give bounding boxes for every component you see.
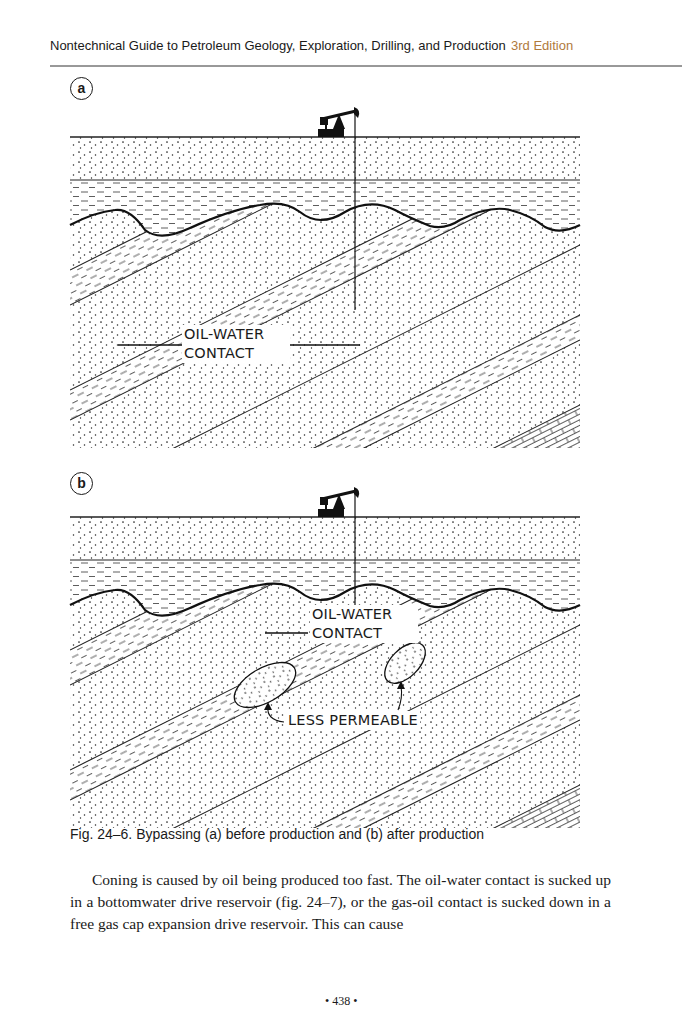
permeability-label: LESS PERMEABLE bbox=[286, 711, 420, 730]
header-rule bbox=[0, 60, 682, 70]
panel-letter-circle: a bbox=[70, 77, 93, 100]
body-paragraph: Coning is caused by oil being produced t… bbox=[70, 869, 611, 935]
running-header: Nontechnical Guide to Petroleum Geology,… bbox=[50, 38, 506, 53]
panel-letter: b bbox=[77, 476, 86, 490]
panel-letter-circle: b bbox=[70, 472, 93, 495]
page-number: • 438 • bbox=[325, 994, 357, 1009]
contact-label: OIL-WATER CONTACT bbox=[310, 605, 418, 643]
contact-label: OIL-WATER CONTACT bbox=[182, 325, 290, 363]
edition-note: 3rd Edition bbox=[511, 38, 573, 53]
cross-section-after bbox=[0, 480, 682, 840]
figure-caption: Fig. 24–6. Bypassing (a) before producti… bbox=[70, 826, 630, 842]
panel-letter: a bbox=[78, 81, 86, 95]
cross-section-before bbox=[0, 100, 682, 460]
